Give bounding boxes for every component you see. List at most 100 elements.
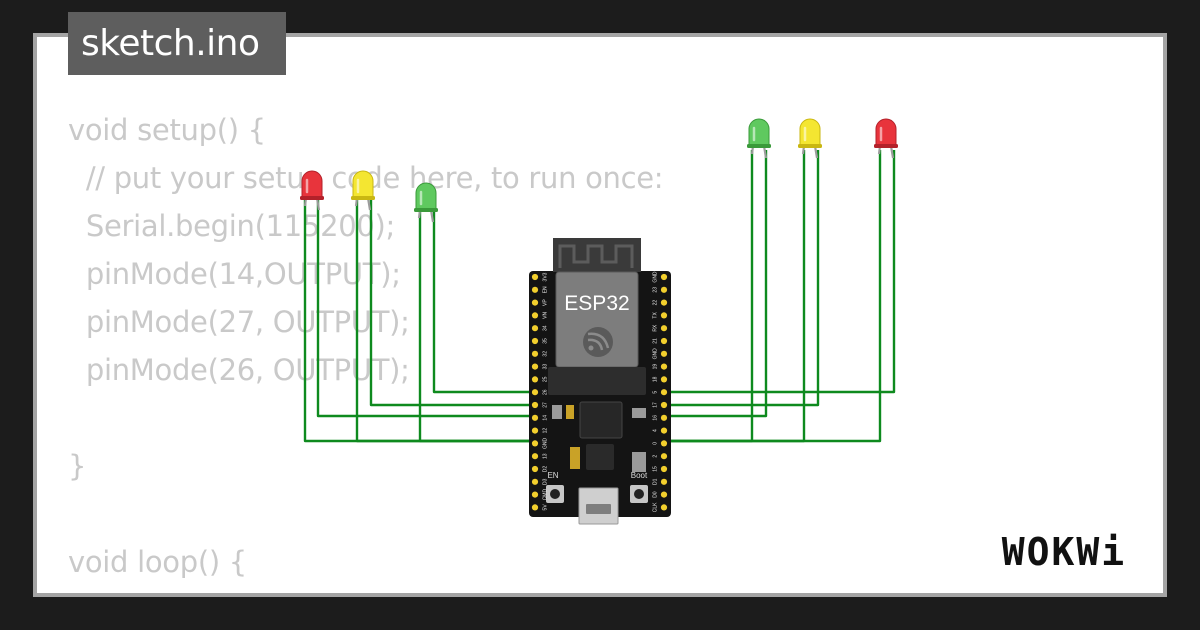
- usb-chip: [586, 444, 614, 470]
- left-pin-label: 32: [542, 351, 548, 357]
- right-pin[interactable]: [660, 491, 668, 498]
- chip-label: ESP32: [564, 292, 629, 315]
- right-pin-label: 16: [652, 415, 658, 421]
- right-pin-label: GND: [652, 271, 658, 283]
- left-pin[interactable]: [531, 312, 539, 319]
- left-pin-label: D3: [542, 478, 548, 485]
- wokwi-logo: WOKWi: [1002, 530, 1124, 574]
- led-rim: [874, 144, 898, 148]
- left-pin[interactable]: [531, 337, 539, 345]
- left-pin[interactable]: [531, 363, 539, 370]
- right-pin[interactable]: [660, 363, 668, 370]
- smd-component-1: [552, 405, 562, 419]
- left-pin[interactable]: [531, 350, 539, 357]
- left-pin-label: GND: [542, 437, 548, 449]
- left-pin[interactable]: [531, 376, 539, 383]
- left-pin[interactable]: [531, 465, 539, 473]
- left-pin-label: 3V3: [542, 272, 548, 281]
- left-pin-label: VN: [542, 312, 548, 319]
- usb-port-inner: [586, 504, 611, 514]
- code-line: void loop() {: [68, 545, 247, 579]
- code-editor[interactable]: void setup() { // put your setup code he…: [68, 106, 664, 593]
- right-pin[interactable]: [660, 401, 668, 409]
- boot-button[interactable]: Boot: [630, 471, 648, 503]
- right-pin-label: 2: [652, 455, 658, 458]
- right-pin-label: 19: [652, 364, 658, 370]
- right-pin-label: 4: [652, 429, 658, 432]
- usb-connector: [578, 487, 619, 525]
- espressif-logo-arc-2: [587, 338, 604, 351]
- left-pin-label: 12: [542, 428, 548, 434]
- right-pin-label: D0: [652, 491, 658, 498]
- right-pin[interactable]: [660, 376, 668, 383]
- boot-button-cap[interactable]: [634, 489, 644, 499]
- left-pin[interactable]: [531, 491, 539, 498]
- left-pin[interactable]: [531, 299, 539, 306]
- en-button[interactable]: EN: [546, 471, 564, 503]
- led-rim: [798, 144, 822, 148]
- voltage-regulator: [579, 401, 623, 439]
- antenna-trace-path: [558, 244, 634, 268]
- right-pin[interactable]: [660, 414, 668, 421]
- right-pin[interactable]: [660, 325, 668, 332]
- left-pin[interactable]: [531, 286, 539, 293]
- right-pin-label: RX: [652, 324, 658, 332]
- left-pin[interactable]: [531, 401, 539, 409]
- left-pin[interactable]: [531, 414, 539, 421]
- left-pin-label: D2: [542, 466, 548, 473]
- led-yellow[interactable]: [798, 118, 822, 159]
- right-pin[interactable]: [660, 299, 668, 306]
- led-body: [875, 118, 897, 147]
- left-pin[interactable]: [531, 273, 539, 281]
- right-pin[interactable]: [660, 453, 668, 460]
- right-pin[interactable]: [660, 478, 668, 485]
- smd-component-3: [632, 408, 646, 418]
- left-pin[interactable]: [531, 389, 539, 396]
- espressif-logo-arc-1: [587, 332, 610, 349]
- wire[interactable]: [640, 150, 882, 443]
- right-pin[interactable]: [660, 337, 668, 345]
- left-pin[interactable]: [531, 440, 539, 447]
- left-pin[interactable]: [531, 325, 539, 332]
- right-pin-label: 18: [652, 376, 658, 382]
- left-pin[interactable]: [531, 427, 539, 434]
- left-pin-label: 14: [542, 415, 548, 421]
- right-pin[interactable]: [660, 350, 668, 357]
- code-line: // put your setup code here, to run once…: [85, 161, 664, 195]
- led-green[interactable]: [747, 118, 771, 159]
- led-yellow[interactable]: [351, 170, 375, 211]
- code-line: }: [68, 449, 87, 483]
- left-pin[interactable]: [531, 453, 539, 460]
- led-rim: [300, 196, 324, 200]
- smd-component-5: [632, 452, 646, 472]
- en-button-label: EN: [547, 471, 558, 480]
- right-pin[interactable]: [660, 273, 668, 281]
- file-tab[interactable]: sketch.ino: [68, 12, 286, 75]
- right-pin[interactable]: [660, 440, 668, 447]
- right-pin-label: 17: [652, 402, 658, 408]
- right-pin[interactable]: [660, 504, 668, 511]
- right-pin[interactable]: [660, 427, 668, 434]
- smd-component-2: [566, 405, 574, 419]
- right-pin-label: 23: [652, 287, 658, 293]
- left-pin-label: 13: [542, 453, 548, 459]
- left-pin-label: VP: [542, 299, 548, 306]
- led-red[interactable]: [874, 118, 898, 159]
- left-pin[interactable]: [531, 504, 539, 511]
- led-green[interactable]: [414, 182, 438, 223]
- led-red[interactable]: [300, 170, 324, 211]
- leds[interactable]: [300, 118, 898, 223]
- en-button-cap[interactable]: [550, 489, 560, 499]
- code-line: Serial.begin(115200);: [68, 209, 396, 243]
- left-pin-header: 3V3ENVPVN343532332526271412GND13D2D3CMD5…: [531, 272, 548, 511]
- right-pin[interactable]: [660, 312, 668, 319]
- left-pin-label: 27: [542, 402, 548, 408]
- right-pin[interactable]: [660, 286, 668, 293]
- right-pin[interactable]: [660, 465, 668, 473]
- smd-component-4: [570, 447, 580, 469]
- right-pin-label: GND: [652, 348, 658, 360]
- right-pin[interactable]: [660, 389, 668, 396]
- left-pin[interactable]: [531, 478, 539, 485]
